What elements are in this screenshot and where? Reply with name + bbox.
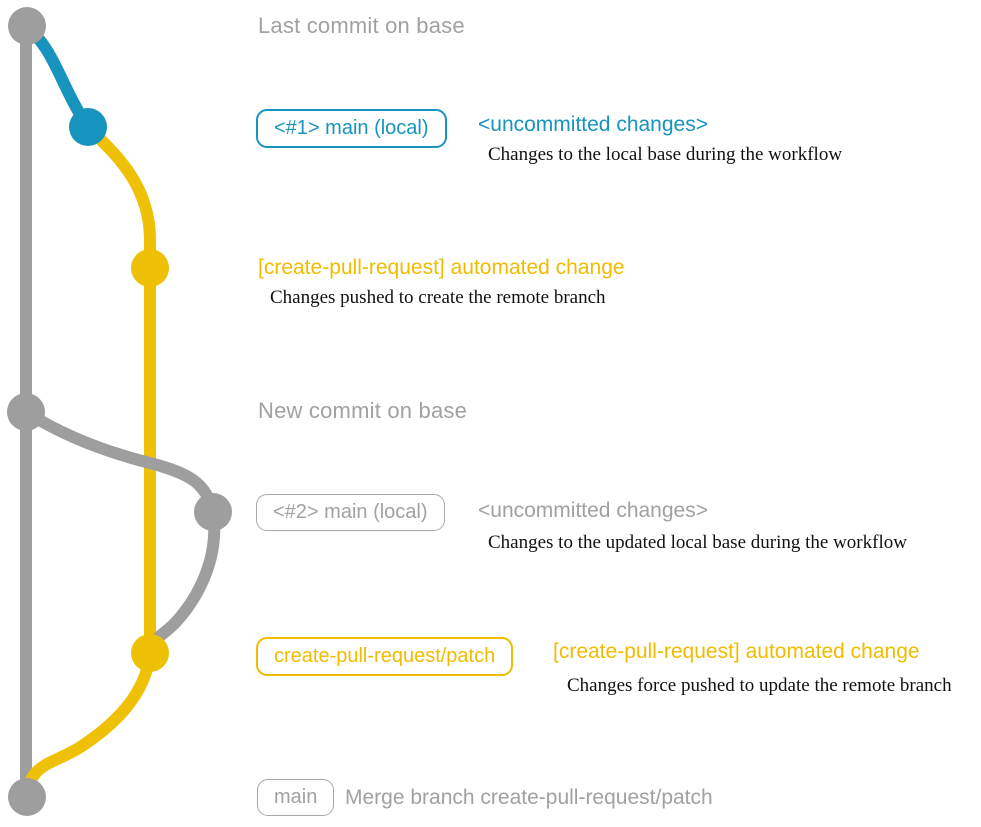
commit-description-automated-1: Changes pushed to create the remote bran… [270,287,606,308]
branch-label-main-local-2: <#2> main (local) [256,494,445,531]
commit-new-on-base [7,393,45,431]
commit-message-uncommitted-1: <uncommitted changes> [478,113,708,136]
branch-label-main-local-1: <#1> main (local) [256,109,447,148]
new-commit-heading: New commit on base [258,398,468,423]
commit-last-on-base [8,7,46,45]
branch-label-patch: create-pull-request/patch [256,637,514,676]
commit-description-uncommitted-2: Changes to the updated local base during… [488,532,907,553]
base-update-merge-edge [144,506,221,659]
commit-message-uncommitted-2: <uncommitted changes> [478,499,708,522]
patch-merge-edge [21,647,156,802]
patch-branch-edge [82,121,156,659]
last-commit-heading: Last commit on base [258,13,465,38]
commit-uncommitted-2 [194,493,232,531]
commit-description-uncommitted-1: Changes to the local base during the wor… [488,144,843,165]
commit-automated-change-1 [131,249,169,287]
base-update-edge [20,406,219,518]
commit-message-automated-1: [create-pull-request] automated change [258,256,625,279]
commit-automated-change-2 [131,634,169,672]
branch-label-main: main [257,779,335,816]
commit-message-merge: Merge branch create-pull-request/patch [345,786,713,809]
commit-description-automated-2: Changes force pushed to update the remot… [567,675,952,696]
commit-uncommitted-1 [69,108,107,146]
commit-message-automated-2: [create-pull-request] automated change [553,640,920,663]
commit-merge [8,778,46,816]
